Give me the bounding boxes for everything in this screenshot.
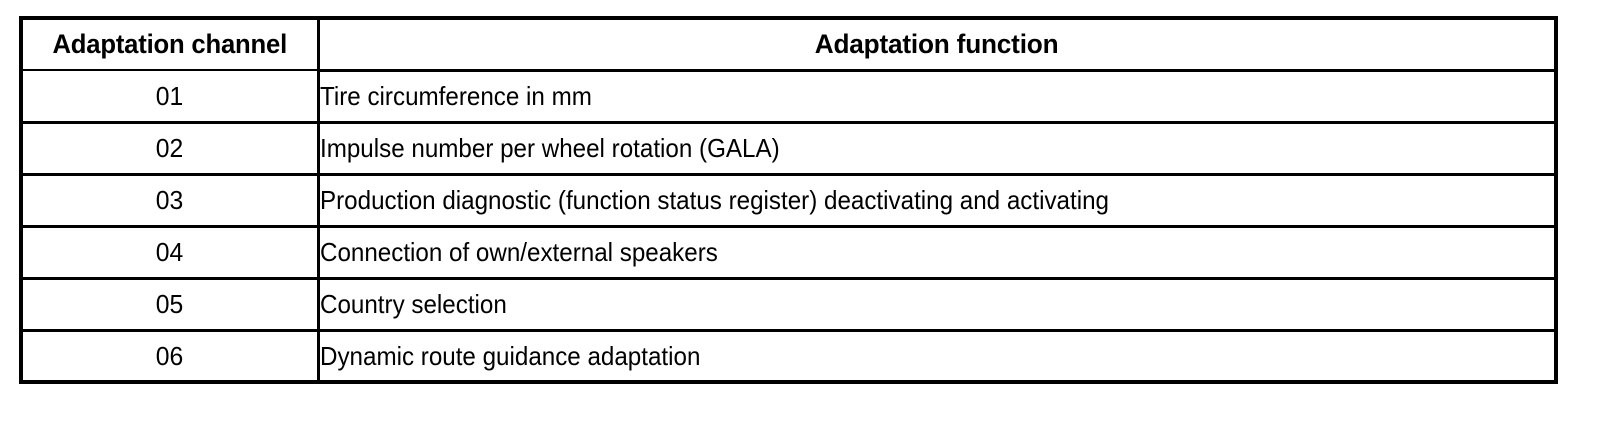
table-row: 06 Dynamic route guidance adaptation [21, 328, 1556, 382]
cell-adaptation-function: Impulse number per wheel rotation (GALA) [318, 120, 1556, 174]
table-header-row: Adaptation channel Adaptation function [21, 18, 1556, 72]
table-row: 01 Tire circumference in mm [21, 70, 1556, 122]
adaptation-channel-value: 04 [156, 237, 184, 267]
adaptation-function-value: Country selection [319, 289, 507, 319]
table-row: 03 Production diagnostic (function statu… [21, 172, 1556, 226]
column-header-adaptation-channel: Adaptation channel [21, 18, 320, 71]
table-body: 01 Tire circumference in mm 02 Impulse n… [21, 70, 1556, 382]
adaptation-channel-value: 01 [156, 80, 184, 111]
adaptation-channel-value: 06 [156, 340, 184, 371]
adaptation-channel-value: 03 [156, 185, 184, 215]
cell-adaptation-function: Production diagnostic (function status r… [318, 172, 1556, 226]
table-row: 02 Impulse number per wheel rotation (GA… [21, 120, 1556, 174]
adaptation-function-value: Impulse number per wheel rotation (GALA) [319, 133, 780, 163]
adaptation-function-value: Production diagnostic (function status r… [319, 185, 1109, 215]
column-header-adaptation-function: Adaptation function [318, 18, 1556, 72]
adaptation-function-value: Dynamic route guidance adaptation [319, 340, 700, 371]
cell-adaptation-function: Tire circumference in mm [318, 70, 1556, 122]
table-row: 05 Country selection [21, 276, 1556, 330]
cell-adaptation-channel: 03 [21, 172, 320, 226]
adaptation-function-value: Connection of own/external speakers [319, 237, 718, 267]
table-header: Adaptation channel Adaptation function [21, 18, 1556, 72]
table-row: 04 Connection of own/external speakers [21, 224, 1556, 278]
column-header-adaptation-channel-label: Adaptation channel [52, 29, 288, 59]
cell-adaptation-function: Connection of own/external speakers [318, 224, 1556, 278]
cell-adaptation-channel: 06 [21, 328, 320, 382]
cell-adaptation-channel: 04 [21, 224, 320, 278]
cell-adaptation-channel: 02 [21, 120, 320, 174]
adaptation-channel-value: 02 [156, 133, 184, 163]
adaptation-function-value: Tire circumference in mm [319, 81, 592, 111]
cell-adaptation-function: Country selection [318, 276, 1556, 330]
adaptation-channel-table: Adaptation channel Adaptation function 0… [19, 16, 1558, 384]
cell-adaptation-channel: 01 [21, 70, 320, 122]
adaptation-channel-value: 05 [156, 289, 184, 319]
cell-adaptation-function: Dynamic route guidance adaptation [318, 328, 1556, 382]
column-header-adaptation-function-label: Adaptation function [814, 28, 1059, 59]
cell-adaptation-channel: 05 [21, 276, 320, 330]
